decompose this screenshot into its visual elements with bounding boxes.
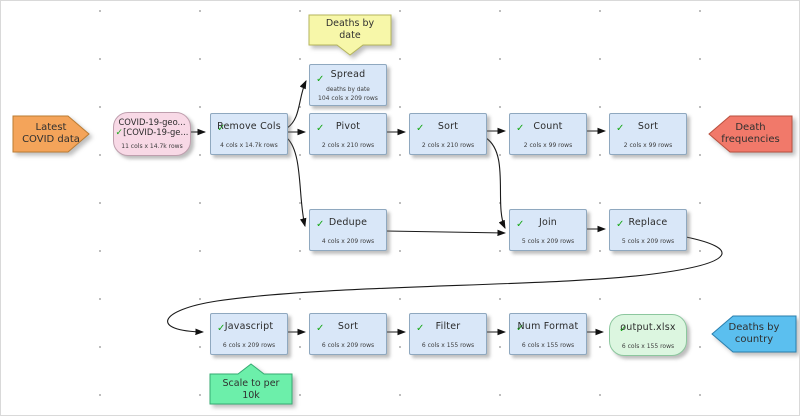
connector-sort-join [485, 137, 506, 229]
node-javascript[interactable]: ✓ Javascript 6 cols x 209 rows [210, 313, 288, 355]
node-stats: 4 cols x 209 rows [321, 238, 375, 245]
note-text: Scale to per 10k [222, 377, 280, 401]
node-title-line2: ✓[COVID-19-ge... [115, 127, 189, 138]
check-icon: ✓ [115, 128, 124, 138]
node-title: Replace [628, 217, 668, 228]
banner-deaths-by-country[interactable]: Deaths by country [711, 315, 797, 353]
node-title: output.xlsx [620, 322, 676, 333]
connector-replace-javascript [167, 236, 723, 336]
node-sort-3[interactable]: ✓ Sort 6 cols x 209 rows [309, 313, 387, 355]
banner-latest-covid-data[interactable]: Latest COVID data [12, 115, 90, 153]
node-title: Sort [437, 121, 459, 132]
note-scale-to-per-10k[interactable]: Scale to per 10k [209, 363, 293, 405]
node-note: deaths by date [326, 87, 370, 93]
node-stats: 6 cols x 155 rows [521, 342, 575, 349]
node-stats: 11 cols x 14.7k rows [121, 143, 183, 150]
check-icon: ✓ [416, 323, 425, 334]
node-stats: 6 cols x 209 rows [321, 342, 375, 349]
check-icon: ✓ [416, 123, 425, 134]
check-icon: ✓ [619, 324, 628, 335]
check-icon: ✓ [316, 123, 325, 134]
check-icon: ✓ [516, 123, 525, 134]
node-dedupe[interactable]: ✓ Dedupe 4 cols x 209 rows [309, 209, 387, 251]
node-stats: 2 cols x 210 rows [421, 142, 475, 149]
check-icon: ✓ [616, 123, 625, 134]
node-stats: 2 cols x 210 rows [321, 142, 375, 149]
node-title: Join [538, 217, 558, 228]
node-replace[interactable]: ✓ Replace 5 cols x 209 rows [609, 209, 687, 251]
node-title: Spread [330, 69, 366, 80]
check-icon: ✓ [516, 219, 525, 230]
node-stats: 5 cols x 209 rows [621, 238, 675, 245]
check-icon: ✓ [316, 323, 325, 334]
banner-label: Latest COVID data [22, 122, 80, 145]
check-icon: ✓ [516, 323, 525, 334]
node-stats: 2 cols x 99 rows [523, 142, 573, 149]
node-title: Filter [435, 321, 461, 332]
note-text: Deaths by date [325, 18, 375, 41]
node-filter[interactable]: ✓ Filter 6 cols x 155 rows [409, 313, 487, 355]
node-title: Javascript [224, 321, 274, 332]
node-title: Sort [637, 121, 659, 132]
node-stats: 6 cols x 155 rows [421, 342, 475, 349]
node-sort-2[interactable]: ✓ Sort 2 cols x 99 rows [609, 113, 687, 155]
node-stats: 2 cols x 99 rows [623, 142, 673, 149]
node-stats: 4 cols x 14.7k rows [220, 142, 278, 149]
check-icon: ✓ [616, 219, 625, 230]
node-stats: 104 cols x 209 rows [318, 95, 378, 102]
node-stats: 5 cols x 209 rows [521, 238, 575, 245]
check-icon: ✓ [316, 74, 325, 85]
node-output-xlsx[interactable]: ✓ output.xlsx 6 cols x 155 rows [609, 314, 687, 356]
banner-label: Death frequencies [721, 122, 780, 145]
node-covid-source[interactable]: COVID-19-geo... ✓[COVID-19-ge... 11 cols… [113, 112, 191, 156]
node-stats: 6 cols x 209 rows [222, 342, 276, 349]
banner-label: Deaths by country [728, 322, 780, 345]
node-title: Remove Cols [217, 121, 281, 132]
node-title: Sort [337, 321, 359, 332]
node-title: Num Format [517, 321, 579, 332]
connector-removecols-spread [286, 80, 307, 129]
node-spread[interactable]: ✓ Spread deaths by date 104 cols x 209 r… [309, 64, 387, 106]
connector-dedupe-join [385, 229, 507, 237]
node-title-line1: COVID-19-geo... [118, 117, 186, 127]
note-deaths-by-date[interactable]: Deaths by date [308, 14, 392, 56]
check-icon: ✓ [217, 323, 226, 334]
node-pivot[interactable]: ✓ Pivot 2 cols x 210 rows [309, 113, 387, 155]
check-icon: ✓ [316, 219, 325, 230]
node-sort-1[interactable]: ✓ Sort 2 cols x 210 rows [409, 113, 487, 155]
node-stats: 6 cols x 155 rows [621, 343, 675, 350]
node-count[interactable]: ✓ Count 2 cols x 99 rows [509, 113, 587, 155]
node-join[interactable]: ✓ Join 5 cols x 209 rows [509, 209, 587, 251]
node-num-format[interactable]: ✓ Num Format 6 cols x 155 rows [509, 313, 587, 355]
connector-removecols-dedupe [286, 137, 307, 228]
node-remove-cols[interactable]: ✓ Remove Cols 4 cols x 14.7k rows [210, 113, 288, 155]
node-title: Count [533, 121, 563, 132]
node-title: Dedupe [328, 217, 368, 228]
node-title: Pivot [335, 121, 361, 132]
check-icon: ✓ [217, 123, 226, 134]
banner-death-frequencies[interactable]: Death frequencies [708, 115, 793, 153]
